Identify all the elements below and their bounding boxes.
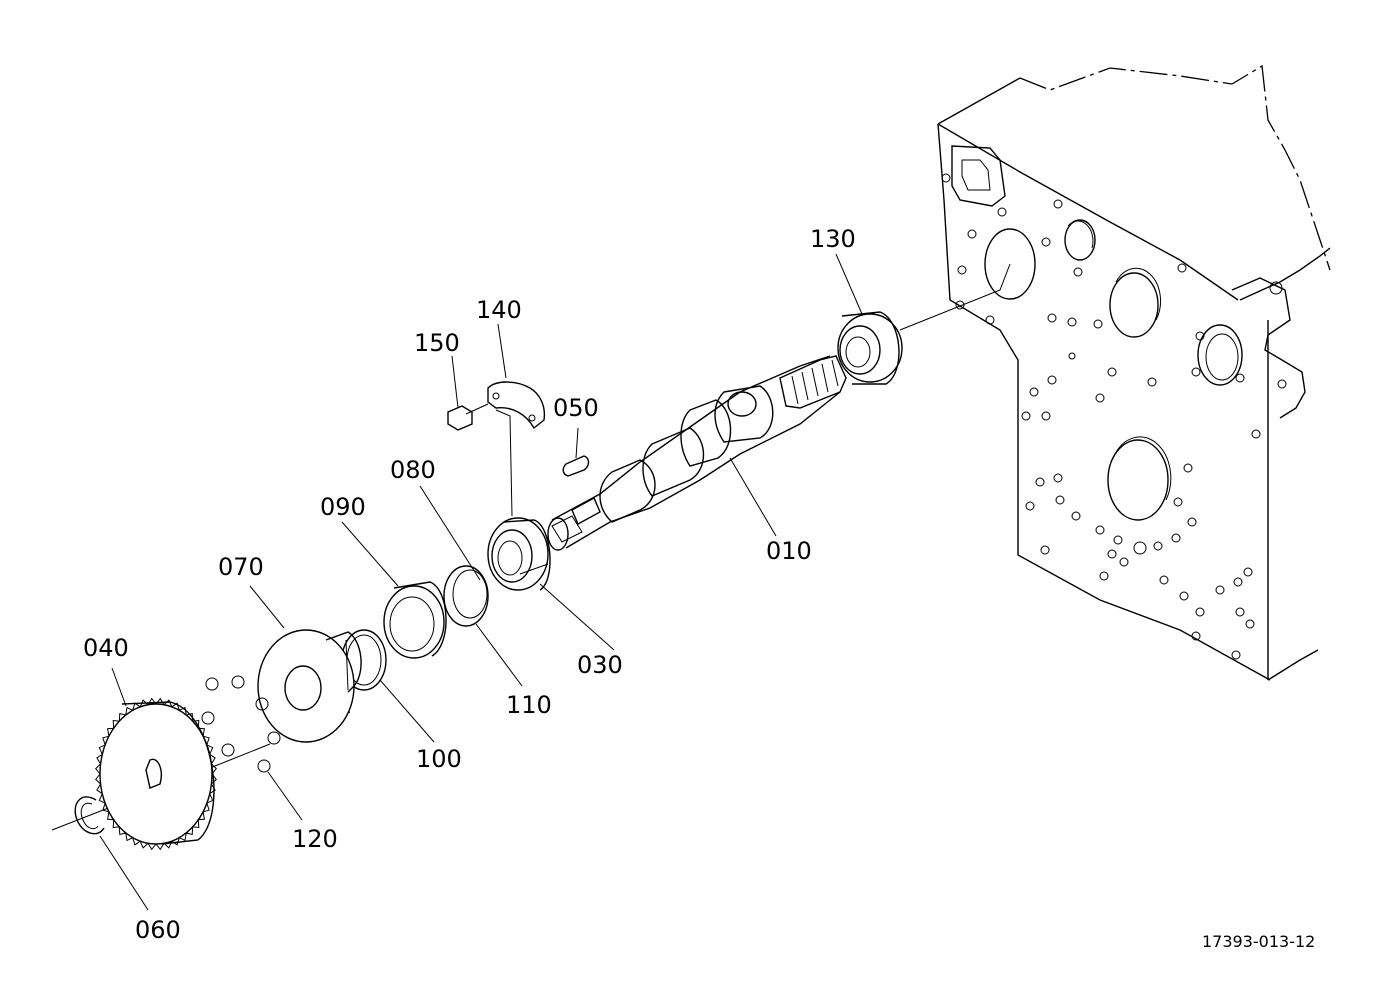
part-labels: 130 140 150 050 080 090 070 040 010 030 … <box>83 225 1315 951</box>
label-080: 080 <box>390 456 436 484</box>
governor-sleeve <box>257 629 362 743</box>
label-050: 050 <box>553 394 599 422</box>
bearing-130 <box>837 311 903 385</box>
stopper-plate <box>487 381 546 517</box>
camshaft <box>547 355 847 551</box>
label-140: 140 <box>476 296 522 324</box>
label-010: 010 <box>766 537 812 565</box>
label-100: 100 <box>416 745 462 773</box>
seal-ring <box>383 581 447 659</box>
gear-case-holes <box>941 173 1287 660</box>
gear-case <box>937 64 1331 681</box>
bearing-030 <box>487 517 551 591</box>
label-070: 070 <box>218 553 264 581</box>
gear-teeth-outline <box>95 697 217 851</box>
label-060: 060 <box>135 916 181 944</box>
label-120: 120 <box>292 825 338 853</box>
leader-lines <box>99 253 863 911</box>
label-040: 040 <box>83 634 129 662</box>
label-130: 130 <box>810 225 856 253</box>
reference-code: 17393-013-12 <box>1202 932 1315 951</box>
label-110: 110 <box>506 691 552 719</box>
snap-ring <box>74 796 105 835</box>
label-090: 090 <box>320 493 366 521</box>
label-150: 150 <box>414 329 460 357</box>
hex-bolt <box>447 403 489 431</box>
woodruff-key <box>562 455 590 477</box>
label-030: 030 <box>577 651 623 679</box>
governor-balls <box>201 675 281 773</box>
internal-circlip <box>443 565 489 627</box>
helical-gear <box>95 697 217 851</box>
